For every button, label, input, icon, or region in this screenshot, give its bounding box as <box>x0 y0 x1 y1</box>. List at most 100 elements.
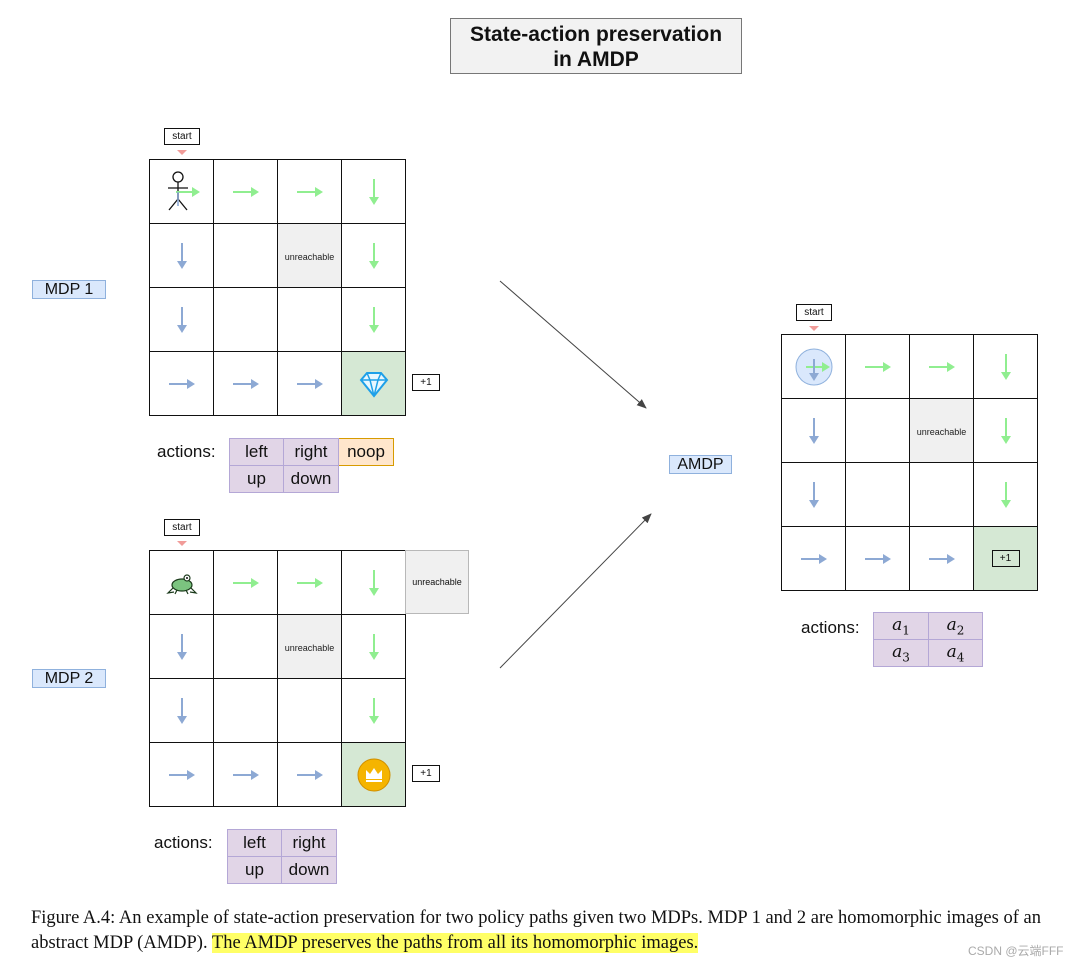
grid-cell-arrow-right <box>277 159 342 224</box>
title-line-2: in AMDP <box>553 48 639 71</box>
grid-cell-empty <box>277 678 342 743</box>
grid-cell-arrow-right <box>213 550 278 615</box>
figure-caption: Figure A.4: An example of state-action p… <box>31 906 1041 956</box>
amdp-reward-tag: +1 <box>991 550 1020 567</box>
grid-row: unreachable <box>149 614 406 679</box>
action-a2: a2 <box>928 612 983 640</box>
grid-cell-empty <box>213 223 278 288</box>
grid-cell-arrow-down <box>341 287 406 352</box>
mdp2-actions-label: actions: <box>154 833 213 852</box>
grid-cell-arrow-right <box>213 742 278 807</box>
action-down: down <box>283 465 339 493</box>
grid-cell-goal: +1 <box>973 526 1038 591</box>
amdp-start-tag: start <box>796 304 832 321</box>
grid-cell-unreachable: unreachable <box>909 398 974 463</box>
mdp1-actions-label: actions: <box>157 442 216 461</box>
grid-cell-arrow-right <box>845 334 910 399</box>
action-up: up <box>227 856 282 884</box>
grid-cell-arrow-down <box>149 678 214 743</box>
mdp2-start-marker <box>177 541 187 546</box>
grid-cell-arrow-down <box>149 287 214 352</box>
grid-cell-arrow-down <box>149 223 214 288</box>
mdp2-to-amdp-arrow <box>499 513 652 669</box>
mdp2-grid: unreachable <box>149 550 406 807</box>
mdp2-extra-unreachable-cell: unreachable <box>405 550 469 614</box>
grid-cell-arrow-right <box>909 526 974 591</box>
mdp1-start-marker <box>177 150 187 155</box>
grid-cell-empty <box>845 398 910 463</box>
grid-cell-arrow-down <box>341 614 406 679</box>
action-noop: noop <box>338 438 394 466</box>
grid-cell-goal-diamond-icon <box>341 351 406 416</box>
grid-cell-arrow-right <box>149 742 214 807</box>
action-right: right <box>281 829 337 857</box>
action-a3: a3 <box>873 639 929 667</box>
mdp2-actions-table: left right up down <box>227 829 337 884</box>
action-left: left <box>229 438 284 466</box>
action-a1: a1 <box>873 612 929 640</box>
grid-row: unreachable <box>781 398 1038 463</box>
grid-cell-arrow-down <box>781 398 846 463</box>
mdp1-start-tag: start <box>164 128 200 145</box>
grid-cell-arrow-right <box>277 742 342 807</box>
grid-row <box>781 462 1038 527</box>
grid-cell-arrow-right <box>213 159 278 224</box>
grid-cell-arrow-down <box>973 334 1038 399</box>
grid-cell-arrow-down <box>973 462 1038 527</box>
caption-highlight: The AMDP preserves the paths from all it… <box>211 933 699 953</box>
grid-cell-arrow-right <box>277 550 342 615</box>
grid-cell-start-abstract-state-circle-icon <box>781 334 846 399</box>
diagram-title: State-action preservation in AMDP <box>450 18 742 74</box>
caption-text: Figure A.4: An example of state-action p… <box>31 908 1041 953</box>
mdp1-actions-table: left right noop up down <box>229 438 394 493</box>
grid-row <box>149 287 406 352</box>
grid-cell-empty <box>845 462 910 527</box>
grid-cell-unreachable: unreachable <box>277 614 342 679</box>
grid-cell-empty <box>213 614 278 679</box>
mdp2-label: MDP 2 <box>32 669 106 688</box>
amdp-grid: unreachable +1 <box>781 334 1038 591</box>
grid-cell-arrow-right <box>845 526 910 591</box>
grid-row <box>149 678 406 743</box>
grid-cell-arrow-down <box>781 462 846 527</box>
grid-cell-start-frog-icon <box>149 550 214 615</box>
grid-cell-goal-crown-icon <box>341 742 406 807</box>
grid-cell-arrow-right <box>213 351 278 416</box>
grid-cell-empty <box>909 462 974 527</box>
grid-cell-arrow-right <box>277 351 342 416</box>
grid-cell-arrow-down <box>341 223 406 288</box>
mdp1-to-amdp-arrow <box>499 280 647 409</box>
grid-cell-arrow-right <box>781 526 846 591</box>
unreachable-label: unreachable <box>284 251 335 262</box>
grid-row: +1 <box>781 526 1038 591</box>
grid-row <box>149 550 406 615</box>
grid-row <box>149 159 406 224</box>
mdp2-reward-tag: +1 <box>412 765 440 782</box>
grid-cell-arrow-down <box>341 159 406 224</box>
amdp-actions-label: actions: <box>801 618 860 637</box>
grid-cell-unreachable: unreachable <box>277 223 342 288</box>
grid-row <box>149 351 406 416</box>
grid-cell-empty <box>277 287 342 352</box>
mdp1-label: MDP 1 <box>32 280 106 299</box>
action-left: left <box>227 829 282 857</box>
mdp2-start-tag: start <box>164 519 200 536</box>
grid-cell-start-stick-figure-icon <box>149 159 214 224</box>
action-down: down <box>281 856 337 884</box>
mdp1-grid: unreachable <box>149 159 406 416</box>
grid-cell-arrow-down <box>149 614 214 679</box>
grid-cell-arrow-down <box>973 398 1038 463</box>
action-a4: a4 <box>928 639 983 667</box>
amdp-label: AMDP <box>669 455 732 474</box>
unreachable-label: unreachable <box>916 426 967 437</box>
action-up: up <box>229 465 284 493</box>
grid-cell-arrow-right <box>909 334 974 399</box>
grid-cell-empty <box>213 287 278 352</box>
title-line-1: State-action preservation <box>469 23 723 46</box>
grid-cell-arrow-down <box>341 550 406 615</box>
grid-cell-empty <box>213 678 278 743</box>
amdp-actions-table: a1 a2 a3 a4 <box>873 612 983 667</box>
amdp-start-marker <box>809 326 819 331</box>
grid-row <box>781 334 1038 399</box>
